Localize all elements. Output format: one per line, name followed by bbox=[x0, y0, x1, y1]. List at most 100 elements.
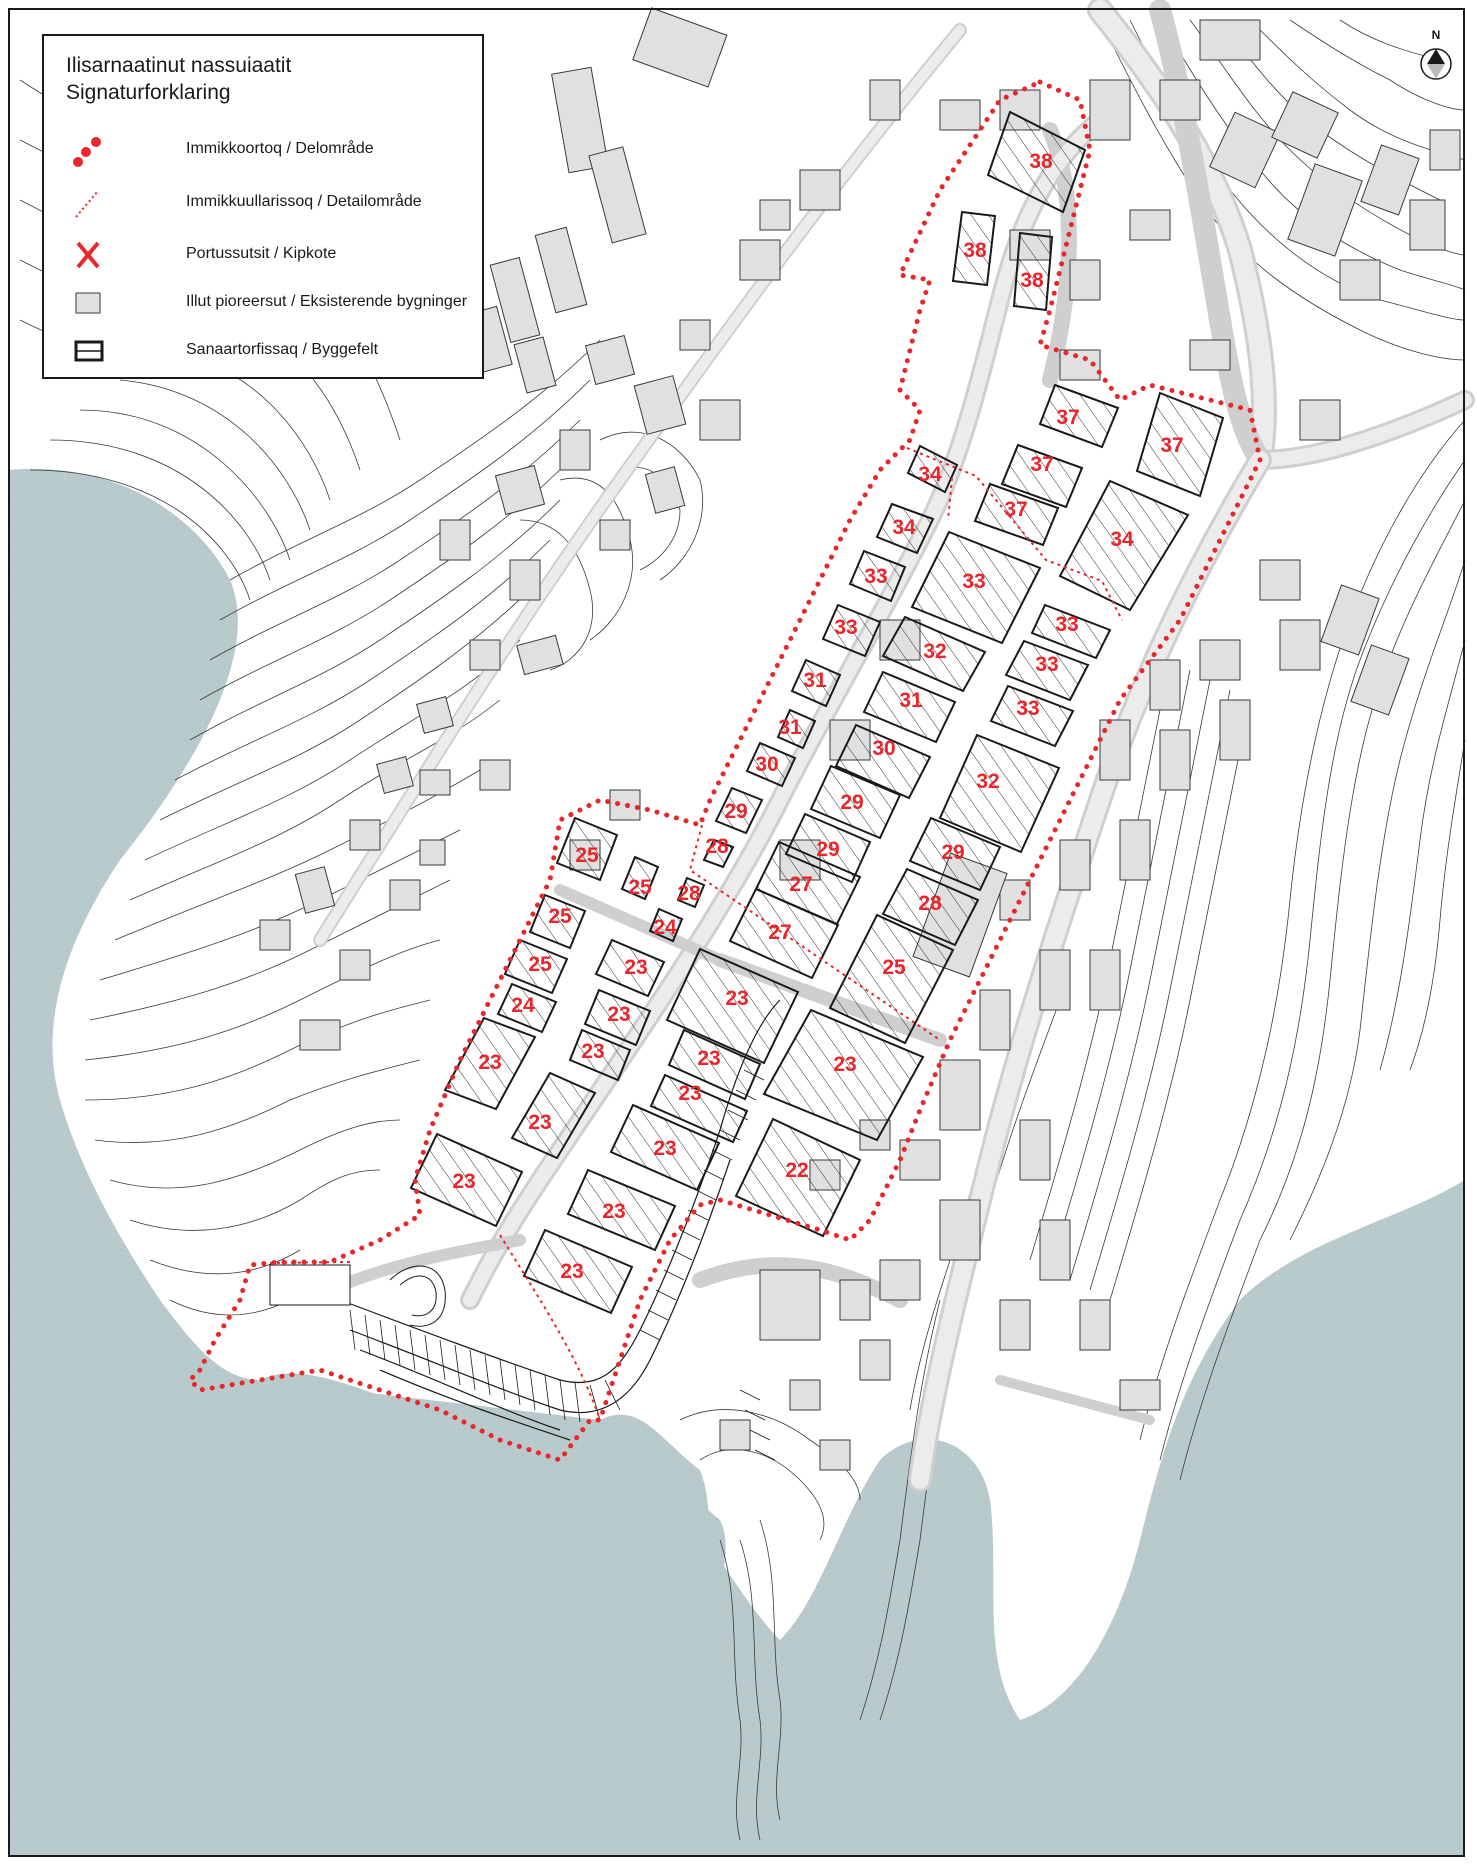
field-37a bbox=[1038, 383, 1120, 449]
field-25d bbox=[503, 938, 569, 995]
field-label: 23 bbox=[725, 987, 748, 1010]
field-label: 33 bbox=[834, 616, 857, 639]
field-33b bbox=[821, 603, 882, 658]
field-27b bbox=[828, 913, 955, 1045]
field-label: 37 bbox=[1030, 453, 1053, 476]
field-23j bbox=[409, 1132, 524, 1228]
field-label: 28 bbox=[677, 882, 701, 905]
field-label: 32 bbox=[976, 770, 999, 793]
field-34b bbox=[875, 502, 935, 555]
field-27a bbox=[728, 887, 840, 980]
field-label: 23 bbox=[560, 1260, 583, 1283]
legend-item-buildings: Illut pioreersut / Eksisterende bygninge… bbox=[66, 283, 476, 323]
field-label: 28 bbox=[705, 835, 729, 858]
field-30a bbox=[745, 741, 797, 788]
field-label: 24 bbox=[653, 916, 677, 939]
field-23d bbox=[667, 1028, 762, 1101]
field-23f bbox=[762, 1008, 925, 1142]
field-label: 32 bbox=[923, 640, 946, 663]
grey-square-icon bbox=[75, 292, 101, 314]
field-label: 23 bbox=[607, 1003, 630, 1026]
field-label: 25 bbox=[882, 956, 906, 979]
field-label: 25 bbox=[628, 876, 652, 899]
field-label: 23 bbox=[833, 1053, 856, 1076]
field-label: 28 bbox=[918, 892, 942, 915]
black-outline-square-icon bbox=[74, 340, 104, 362]
field-25a bbox=[555, 816, 619, 882]
field-23l bbox=[522, 1228, 634, 1315]
field-label: 25 bbox=[548, 905, 572, 928]
field-label: 37 bbox=[1160, 434, 1183, 457]
field-31a bbox=[862, 670, 957, 744]
red-x-icon bbox=[76, 241, 100, 269]
north-arrow: N bbox=[1418, 28, 1454, 84]
field-label: 25 bbox=[528, 953, 552, 976]
field-29d bbox=[881, 867, 980, 947]
field-30b bbox=[908, 816, 1002, 892]
field-23a bbox=[594, 938, 666, 998]
north-letter: N bbox=[1431, 28, 1441, 42]
field-31b bbox=[776, 708, 817, 750]
field-23i bbox=[609, 1103, 721, 1192]
field-label: 33 bbox=[1016, 697, 1039, 720]
legend-item-kipkote: Portussutsit / Kipkote bbox=[66, 235, 476, 275]
field-label: 33 bbox=[864, 565, 887, 588]
field-labels: 38 38 38 37 37 37 37 34 34 34 33 33 33 3… bbox=[452, 150, 1183, 1283]
legend-label-buildingfield: Sanaartorfissaq / Byggefelt bbox=[186, 341, 379, 358]
field-38a bbox=[986, 110, 1087, 214]
field-23e bbox=[649, 1073, 749, 1144]
building-fields bbox=[409, 110, 1225, 1315]
field-label: 33 bbox=[1035, 653, 1058, 676]
field-34c bbox=[1030, 603, 1112, 660]
sea-area-south bbox=[600, 1180, 1465, 1857]
sea-coast-south bbox=[10, 1373, 720, 1857]
field-29a bbox=[714, 786, 764, 835]
field-23k bbox=[566, 1168, 677, 1252]
shore-structures bbox=[269, 1264, 446, 1327]
field-38b bbox=[951, 210, 997, 287]
field-23h bbox=[510, 1071, 597, 1160]
legend-item-subarea: Immikkoortoq / Delområde bbox=[66, 130, 476, 170]
red-small-dot-boundary-icon bbox=[75, 190, 99, 218]
field-label: 27 bbox=[768, 921, 791, 944]
field-28b bbox=[676, 876, 706, 909]
legend-title-line2: Signaturforklaring bbox=[66, 81, 231, 104]
legend-title-line1: Ilisarnaatinut nassuiaatit bbox=[66, 54, 292, 77]
field-label: 23 bbox=[478, 1051, 501, 1074]
field-22 bbox=[734, 1117, 862, 1238]
field-label: 31 bbox=[899, 689, 923, 712]
field-25b bbox=[620, 855, 660, 901]
field-label: 33 bbox=[962, 570, 985, 593]
field-label: 38 bbox=[1029, 150, 1053, 173]
field-33d bbox=[1004, 639, 1090, 702]
field-25c bbox=[528, 893, 587, 950]
field-label: 30 bbox=[755, 753, 778, 776]
field-label: 38 bbox=[963, 239, 987, 262]
field-label: 34 bbox=[892, 516, 916, 539]
field-37c bbox=[973, 482, 1060, 547]
field-label: 23 bbox=[697, 1047, 720, 1070]
field-label: 31 bbox=[778, 716, 802, 739]
field-label: 27 bbox=[789, 873, 812, 896]
field-label: 23 bbox=[452, 1170, 475, 1193]
field-label: 23 bbox=[528, 1111, 551, 1134]
field-label: 23 bbox=[581, 1040, 604, 1063]
field-33f bbox=[938, 733, 1061, 854]
field-33e bbox=[989, 684, 1075, 748]
legend-label-detailarea: Immikkuullarissoq / Detailområde bbox=[186, 193, 422, 210]
legend: Ilisarnaatinut nassuiaatit Signaturforkl… bbox=[42, 34, 484, 379]
field-34a bbox=[906, 444, 959, 494]
field-25e bbox=[496, 982, 558, 1034]
legend-label-subarea: Immikkoortoq / Delområde bbox=[186, 140, 374, 157]
field-38c bbox=[1012, 231, 1054, 312]
field-label: 29 bbox=[840, 791, 863, 814]
field-label: 30 bbox=[872, 737, 895, 760]
field-28a bbox=[702, 838, 735, 869]
field-label: 24 bbox=[511, 994, 535, 1017]
field-24a bbox=[648, 907, 684, 943]
compass-icon bbox=[1420, 48, 1452, 80]
field-label: 23 bbox=[678, 1082, 701, 1105]
field-label: 38 bbox=[1020, 269, 1044, 292]
field-label: 29 bbox=[724, 800, 747, 823]
